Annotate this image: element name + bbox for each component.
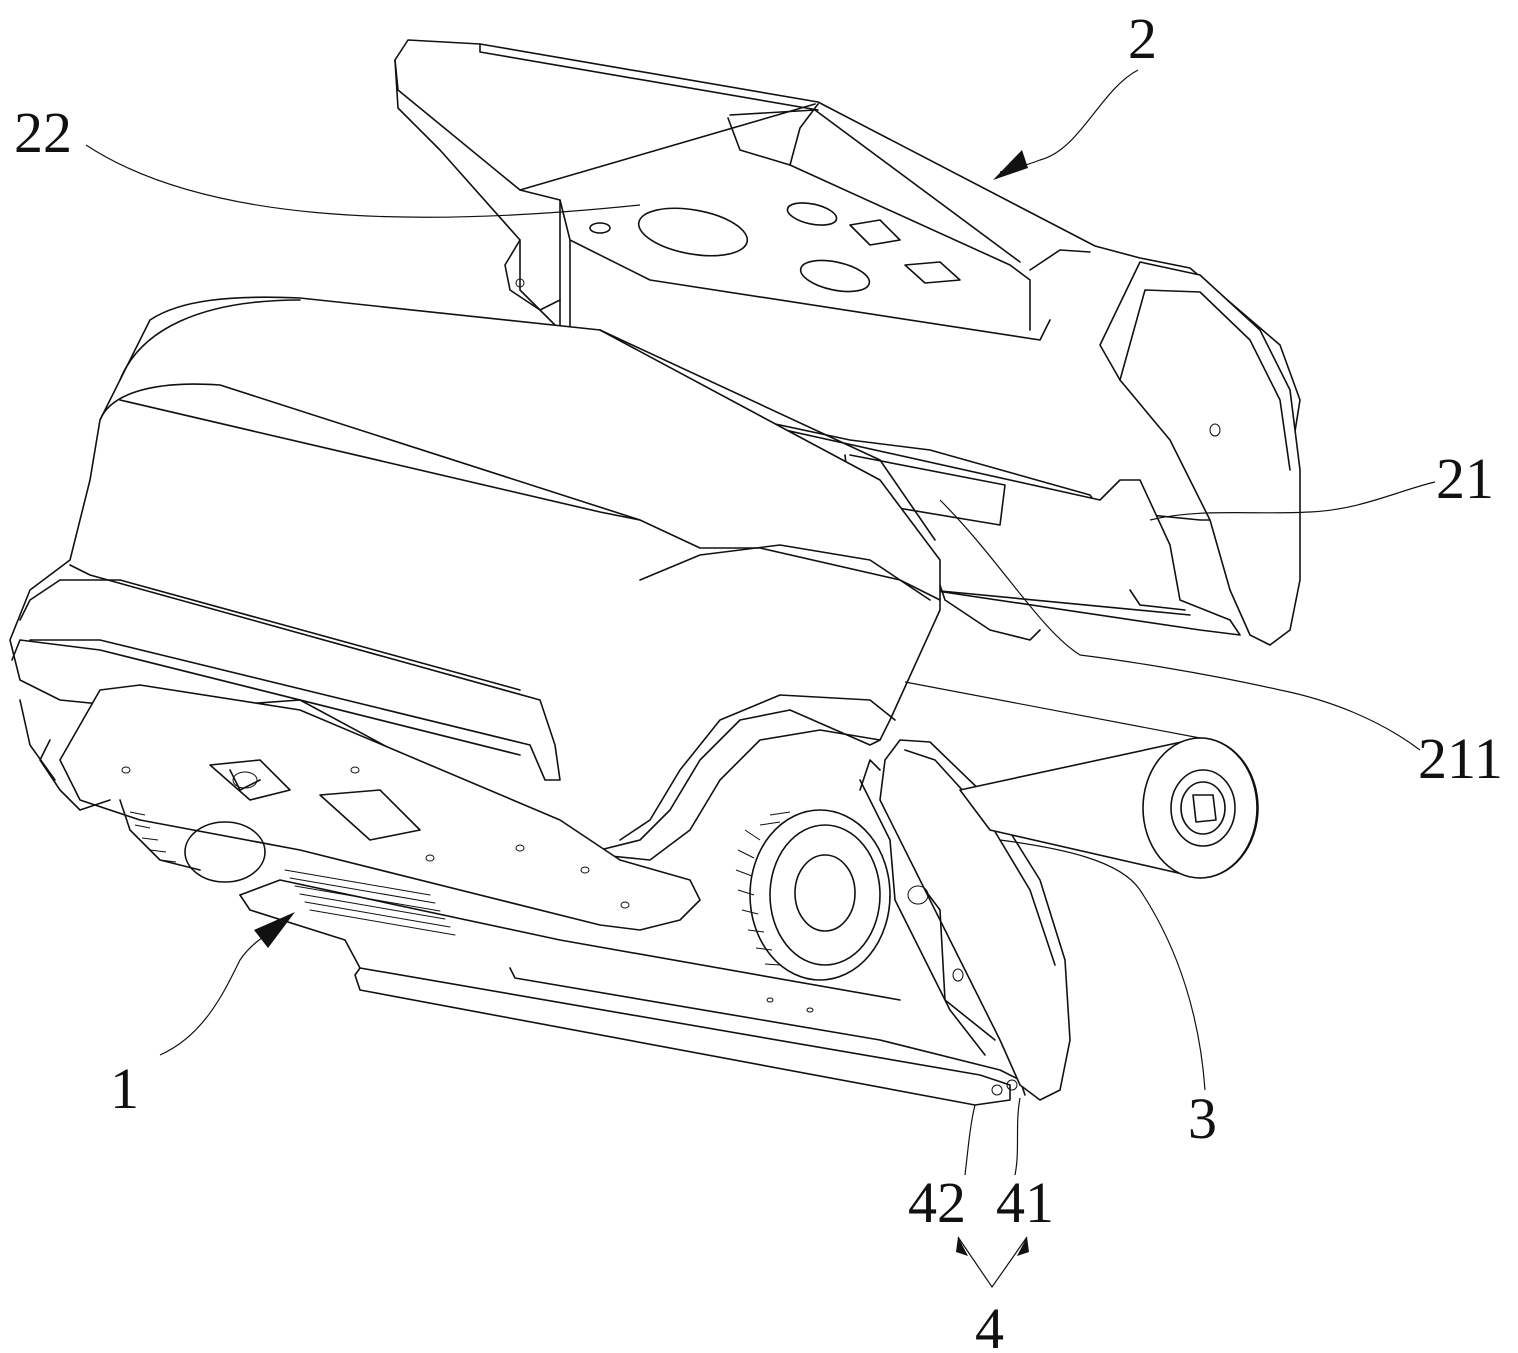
label-211: 211	[1418, 726, 1503, 791]
leader-41	[1014, 1097, 1021, 1176]
upper-tray-rim	[394, 59, 816, 191]
side-guard	[859, 739, 1071, 1101]
upper-tray-cavity	[519, 189, 1051, 341]
label-1: 1	[110, 1056, 139, 1121]
scraper-pivot-42	[991, 1084, 1003, 1096]
scraper-bar	[354, 967, 1011, 1106]
label-41: 41	[996, 1170, 1054, 1235]
label-22: 22	[14, 100, 72, 165]
leader-42	[964, 1104, 976, 1176]
leader-3	[999, 839, 1206, 1091]
arrowhead-1	[254, 912, 295, 948]
roller	[959, 737, 1259, 879]
leader-22	[85, 144, 641, 218]
robot-body	[9, 296, 941, 861]
robot-top-cover	[9, 296, 941, 861]
right-wheel-tire	[749, 809, 891, 981]
leader-211	[939, 499, 1421, 751]
right-wheel	[735, 809, 891, 981]
label-21: 21	[1436, 446, 1494, 511]
left-wheel	[119, 799, 266, 883]
tray-hole-2	[799, 259, 871, 293]
right-wheel-hub	[794, 854, 856, 932]
leader-lines	[85, 69, 1436, 1289]
label-2: 2	[1128, 6, 1157, 71]
label-4: 4	[975, 1296, 1004, 1353]
vent-grille	[284, 869, 456, 936]
part-labels: 2 22 21 211 3 1 42 41 4	[14, 6, 1503, 1353]
bottom-plate	[59, 684, 701, 931]
bracket-4	[957, 1236, 1028, 1289]
label-42: 42	[908, 1170, 966, 1235]
robot-wheel-arch	[599, 709, 881, 851]
tray-hole-1	[637, 207, 749, 257]
roller-end-cap	[1142, 737, 1258, 879]
arrowhead-2	[993, 150, 1028, 180]
leader-21	[1149, 481, 1436, 521]
side-guard-plate	[879, 739, 1071, 1101]
robot-bottom-plate	[19, 684, 701, 931]
scraper-pivot-41	[1006, 1079, 1018, 1091]
upper-side-plate	[1099, 261, 1301, 646]
label-3: 3	[1188, 1086, 1217, 1151]
leader-1	[159, 929, 276, 1056]
